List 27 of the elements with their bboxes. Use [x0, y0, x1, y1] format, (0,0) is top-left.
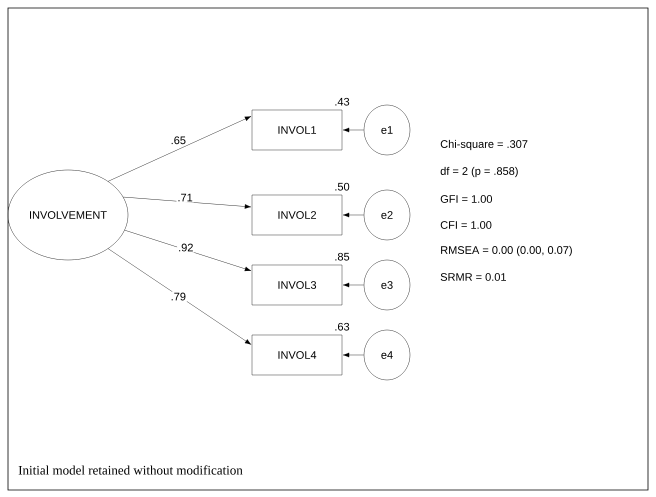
- arrow: [342, 352, 364, 358]
- arrow: [124, 230, 252, 272]
- edge-label: .92: [177, 242, 194, 252]
- variable-box: INVOL2: [252, 194, 342, 236]
- variable-box: INVOL1: [252, 110, 342, 150]
- arrow: [342, 282, 364, 288]
- arrow: [108, 116, 252, 182]
- variance-label: .50: [335, 182, 350, 191]
- fit-statistic: GFI = 1.00: [440, 195, 492, 203]
- arrow: [342, 212, 364, 218]
- variable-box: INVOL3: [252, 264, 342, 306]
- arrow: [123, 196, 252, 209]
- edge-label: .71: [176, 192, 194, 202]
- variance-label: .85: [335, 252, 350, 261]
- fit-statistic: Chi-square = .307: [440, 140, 528, 150]
- fit-statistic: SRMR = 0.01: [440, 273, 506, 281]
- arrow: [342, 128, 364, 132]
- arrow: [108, 248, 252, 345]
- variance-label: .43: [335, 98, 350, 106]
- fit-statistic: CFI = 1.00: [440, 221, 492, 229]
- caption: Initial model retained without modification: [18, 465, 243, 475]
- variable-box: INVOL4: [252, 334, 342, 376]
- variance-label: .63: [335, 322, 350, 331]
- fit-statistic: df = 2 (p = .858): [440, 166, 518, 178]
- fit-statistic: RMSEA = 0.00 (0.00, 0.07): [441, 246, 572, 256]
- edge-label: .79: [170, 292, 187, 302]
- edge-label: .65: [170, 135, 187, 146]
